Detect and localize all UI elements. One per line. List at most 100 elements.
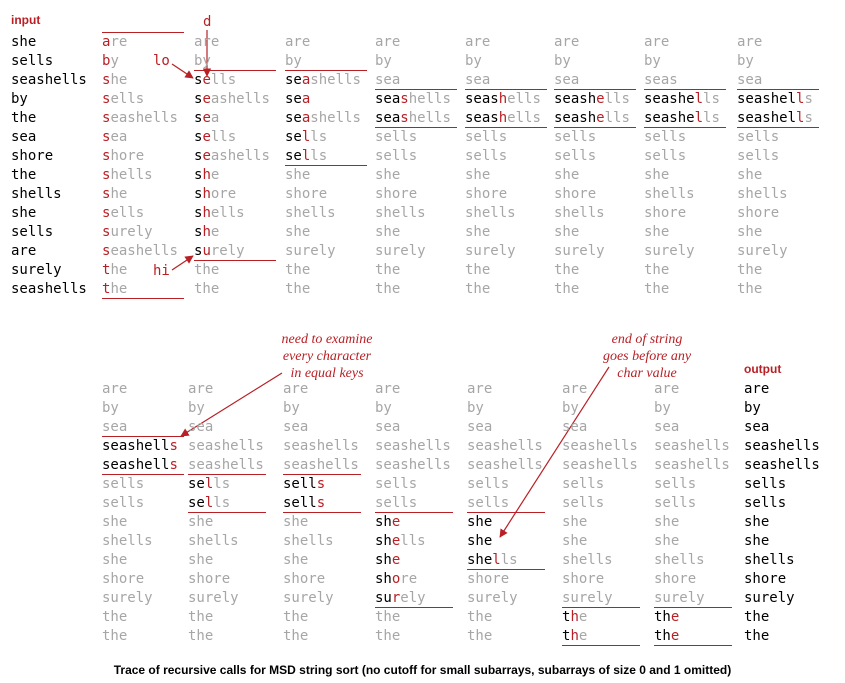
bottom-trace-string: seashells xyxy=(467,456,543,475)
cell-segment: s xyxy=(102,72,111,88)
top-trace-string: the xyxy=(465,280,490,299)
cell-segment: the xyxy=(194,262,220,278)
top-trace-string: she xyxy=(285,223,310,242)
cell-segment: h xyxy=(498,110,508,126)
cell-segment: sells xyxy=(467,495,510,511)
top-trace-string: surely xyxy=(644,242,695,261)
top-trace-string: she xyxy=(102,71,127,90)
top-trace-string: sea xyxy=(285,90,310,109)
top-trace-string: she xyxy=(644,166,669,185)
bottom-trace-string: seashells xyxy=(375,456,451,475)
top-trace-string: the xyxy=(737,280,762,299)
cell-segment: are xyxy=(465,34,491,50)
cell-segment: r xyxy=(391,590,401,606)
cell-segment: ls xyxy=(500,552,518,568)
top-trace-string: shells xyxy=(102,166,153,185)
output-header: output xyxy=(744,362,782,376)
bottom-trace-string: seashells xyxy=(467,437,543,456)
cell-segment: seashells xyxy=(467,457,543,473)
cell-segment: sea xyxy=(375,91,401,107)
subarray-underline xyxy=(644,89,727,90)
cell-segment: shells xyxy=(744,552,795,568)
cell-segment: she xyxy=(283,514,309,530)
cell-segment: sell xyxy=(283,495,317,511)
input-string: she xyxy=(11,204,36,223)
examine-note: need to examine every character in equal… xyxy=(237,331,417,382)
top-trace-string: are xyxy=(285,33,310,52)
top-trace-string: sea xyxy=(737,71,762,90)
top-trace-string: are xyxy=(375,33,400,52)
bottom-trace-string: shore xyxy=(654,570,696,589)
cell-segment: the xyxy=(467,628,493,644)
cell-segment: sh xyxy=(375,533,392,549)
cell-segment: shells xyxy=(554,205,605,221)
top-trace-string: seashells xyxy=(737,109,813,128)
input-string: sells xyxy=(11,223,53,242)
bottom-trace-string: are xyxy=(562,380,587,399)
cell-segment: o xyxy=(391,571,401,587)
cell-segment: sea xyxy=(562,419,588,435)
cell-segment: sea xyxy=(283,419,309,435)
cell-segment: she xyxy=(737,224,763,240)
cell-segment: s xyxy=(316,495,326,511)
cell-segment: sells xyxy=(562,476,605,492)
bottom-trace-string: shells xyxy=(102,532,153,551)
cell-segment: by xyxy=(285,53,302,69)
top-trace-string: the xyxy=(644,280,669,299)
cell-segment: she xyxy=(644,167,670,183)
top-trace-string: by xyxy=(644,52,661,71)
cell-segment: e xyxy=(391,552,401,568)
cell-segment: shells xyxy=(562,552,613,568)
cell-segment: s xyxy=(102,186,111,202)
bottom-trace-string: sells xyxy=(188,475,230,494)
bottom-trace-string: she xyxy=(102,513,127,532)
bottom-trace-string: she xyxy=(562,532,587,551)
top-trace-string: by xyxy=(375,52,392,71)
top-trace-string: shore xyxy=(102,147,144,166)
top-trace-string: she xyxy=(644,223,669,242)
top-trace-string: sells xyxy=(102,90,144,109)
bottom-trace-string: shells xyxy=(375,532,426,551)
cell-segment: lls xyxy=(210,129,237,145)
cell-segment: surely xyxy=(554,243,605,259)
cell-segment: are xyxy=(194,34,220,50)
top-trace-string: seashells xyxy=(644,90,720,109)
cell-segment: she xyxy=(465,224,491,240)
output-string: she xyxy=(744,532,769,551)
input-header: input xyxy=(11,13,41,27)
cell-segment: seash xyxy=(554,91,597,107)
bottom-trace-string: the xyxy=(562,627,587,646)
cell-segment: she xyxy=(188,552,214,568)
cell-segment: shore xyxy=(11,148,54,164)
cell-segment: s xyxy=(316,476,326,492)
cell-segment: sells xyxy=(102,476,145,492)
cell-segment: s xyxy=(194,167,203,183)
cell-segment: shore xyxy=(188,571,231,587)
cell-segment: she xyxy=(285,167,311,183)
cell-segment: urely xyxy=(110,224,153,240)
cell-segment: se xyxy=(285,91,302,107)
bottom-trace-string: sells xyxy=(562,475,604,494)
cell-segment: by xyxy=(744,400,761,416)
output-string: by xyxy=(744,399,761,418)
top-trace-string: she xyxy=(465,166,490,185)
subarray-underline xyxy=(375,512,453,513)
cell-segment: by xyxy=(283,400,300,416)
cell-segment: she xyxy=(562,514,588,530)
cell-segment: shells xyxy=(102,533,153,549)
top-trace-string: seashells xyxy=(644,109,720,128)
top-trace-string: sells xyxy=(102,204,144,223)
subarray-underline xyxy=(562,607,640,608)
input-string: sea xyxy=(11,128,36,147)
cell-segment: the xyxy=(375,628,401,644)
cell-segment: sh xyxy=(375,552,392,568)
cell-segment: sells xyxy=(737,129,780,145)
cell-segment: ells xyxy=(507,110,541,126)
cell-segment: the xyxy=(283,628,309,644)
top-trace-string: sells xyxy=(737,147,779,166)
cell-segment: seashells xyxy=(11,281,87,297)
cell-segment: the xyxy=(194,281,220,297)
input-string: she xyxy=(11,33,36,52)
bottom-trace-string: seashells xyxy=(102,437,178,456)
cell-segment: lls xyxy=(604,91,630,107)
